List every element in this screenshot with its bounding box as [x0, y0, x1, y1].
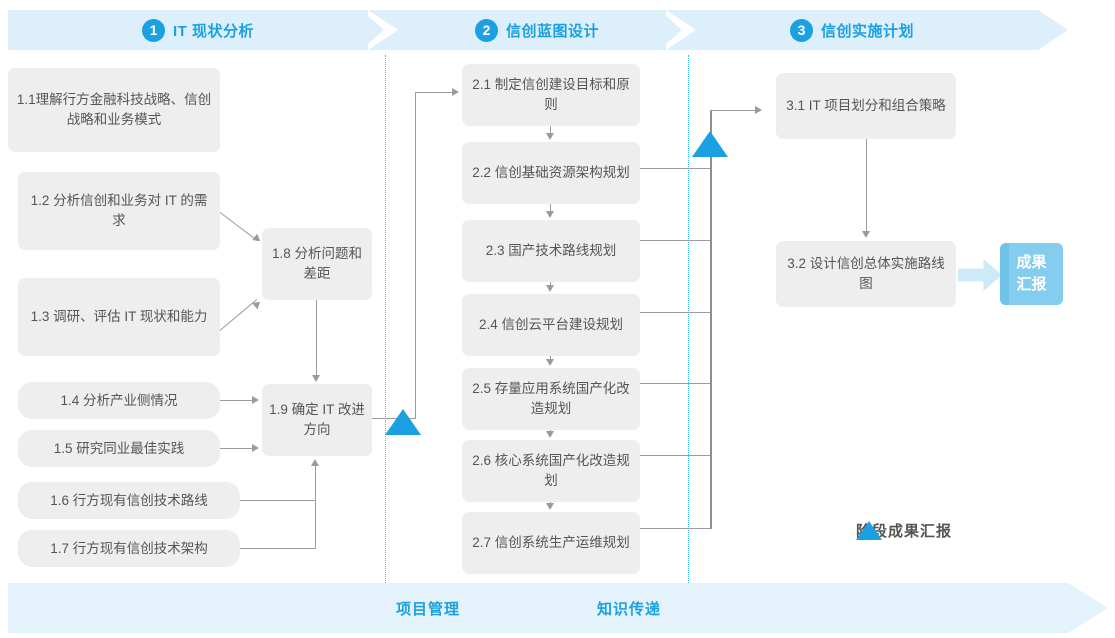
bus-tap-2-5 [640, 383, 711, 385]
connector-2-2-to-2-3 [550, 204, 552, 213]
connector-bus-to-3-1-arrowhead [755, 106, 762, 114]
phase-1-number: 1 [142, 18, 165, 42]
connector-2-3-to-2-4 [550, 282, 552, 287]
phase-1-label: 1 IT 现状分析 [8, 10, 388, 50]
result-badge[interactable]: 成果 汇报 [1000, 243, 1063, 305]
connector-1-9-to-2-1-arrowhead [452, 88, 459, 96]
phase-band-2: 2 信创蓝图设计 [388, 10, 686, 50]
result-arrow-icon [958, 259, 1002, 291]
phase-2-number: 2 [474, 18, 498, 42]
bottom-band [8, 583, 1108, 633]
connector-2-1-to-2-2-arrowhead [546, 133, 554, 140]
connector-1-7-horizontal [240, 548, 316, 550]
connector-1-6-1-7-riser [315, 465, 317, 549]
connector-3-1-to-3-2 [866, 139, 868, 232]
bus-tap-2-4 [640, 312, 711, 314]
task-box-2-6[interactable]: 2.6 核心系统国产化改造规划 [462, 440, 640, 502]
bottom-band-item-2: 知识传递 [597, 600, 662, 618]
connector-2-4-to-2-5 [550, 356, 552, 361]
connector-1-6-horizontal [240, 500, 316, 502]
bus-tap-2-2 [640, 168, 711, 170]
connector-2-5-to-2-6-arrowhead [546, 431, 554, 438]
phase-divider-dotted-2 [688, 55, 689, 583]
connector-1-5-to-1-9-arrowhead [252, 444, 259, 452]
milestone-triangle-icon [856, 521, 882, 540]
phase-2-title: 信创蓝图设计 [505, 22, 599, 40]
connector-1-4-to-1-9-arrowhead [252, 396, 259, 404]
connector-1-5-to-1-9 [220, 448, 254, 450]
connector-1-2-to-1-8 [219, 212, 258, 242]
task-box-1-7[interactable]: 1.7 行方现有信创技术架构 [18, 530, 240, 567]
result-badge-text: 成果 汇报 [1016, 252, 1046, 296]
task-box-2-2[interactable]: 2.2 信创基础资源架构规划 [462, 142, 640, 204]
phase-1-title: IT 现状分析 [173, 22, 254, 40]
legend: 阶段成果汇报 [856, 520, 952, 541]
task-box-1-2[interactable]: 1.2 分析信创和业务对 IT 的需求 [18, 172, 220, 250]
connector-bus-to-3-1 [710, 110, 758, 112]
connector-1-6-1-7-arrowhead [311, 459, 319, 466]
connector-1-4-to-1-9 [220, 400, 254, 402]
phase-band-1: 1 IT 现状分析 [8, 10, 388, 50]
task-box-1-6[interactable]: 1.6 行方现有信创技术路线 [18, 482, 240, 519]
connector-2-4-to-2-5-arrowhead [546, 359, 554, 366]
connector-1-3-to-1-8 [219, 299, 258, 332]
phase-3-title: 信创实施计划 [820, 22, 914, 40]
phase-3-label: 3 信创实施计划 [686, 10, 1018, 50]
result-badge-line1: 成果 [1016, 254, 1047, 271]
connector-1-9-to-2-1-riser [415, 92, 417, 419]
task-box-1-4[interactable]: 1.4 分析产业侧情况 [18, 382, 220, 419]
milestone-triangle-phase-2 [692, 131, 728, 157]
connector-1-9-to-2-1-seg-h2 [415, 92, 455, 94]
task-box-2-4[interactable]: 2.4 信创云平台建设规划 [462, 294, 640, 356]
phase-divider-dotted-1 [385, 55, 386, 583]
result-badge-line2: 汇报 [1016, 276, 1047, 293]
bottom-band-item-1: 项目管理 [396, 600, 461, 618]
phase-2-output-bus [710, 110, 712, 529]
connector-2-6-to-2-7-arrowhead [546, 503, 554, 510]
connector-2-1-to-2-2 [550, 126, 552, 135]
connector-3-1-to-3-2-arrowhead [862, 231, 870, 238]
task-box-1-8[interactable]: 1.8 分析问题和差距 [262, 228, 372, 300]
bus-tap-2-6 [640, 455, 711, 457]
bus-tap-2-3 [640, 240, 711, 242]
phase-band-3: 3 信创实施计划 [686, 10, 1068, 50]
task-box-2-7[interactable]: 2.7 信创系统生产运维规划 [462, 512, 640, 574]
task-box-3-2[interactable]: 3.2 设计信创总体实施路线图 [776, 241, 956, 307]
task-box-1-1[interactable]: 1.1理解行方金融科技战略、信创战略和业务模式 [8, 68, 220, 152]
connector-1-3-to-1-8-arrowhead [252, 298, 263, 310]
result-badge-edge [1000, 243, 1009, 305]
connector-2-3-to-2-4-arrowhead [546, 285, 554, 292]
task-box-3-1[interactable]: 3.1 IT 项目划分和组合策略 [776, 73, 956, 139]
task-box-1-5[interactable]: 1.5 研究同业最佳实践 [18, 430, 220, 467]
phase-2-label: 2 信创蓝图设计 [388, 10, 686, 50]
bus-tap-2-7 [640, 528, 711, 530]
milestone-triangle-phase-1 [385, 409, 421, 435]
phase-3-number: 3 [789, 18, 813, 42]
task-box-1-3[interactable]: 1.3 调研、评估 IT 现状和能力 [18, 278, 220, 356]
task-box-2-3[interactable]: 2.3 国产技术路线规划 [462, 220, 640, 282]
connector-1-8-to-1-9-arrowhead [312, 375, 320, 382]
task-box-2-5[interactable]: 2.5 存量应用系统国产化改造规划 [462, 368, 640, 430]
task-box-1-9[interactable]: 1.9 确定 IT 改进方向 [262, 384, 372, 456]
connector-1-8-to-1-9 [316, 300, 318, 376]
task-box-2-1[interactable]: 2.1 制定信创建设目标和原则 [462, 64, 640, 126]
connector-2-2-to-2-3-arrowhead [546, 211, 554, 218]
